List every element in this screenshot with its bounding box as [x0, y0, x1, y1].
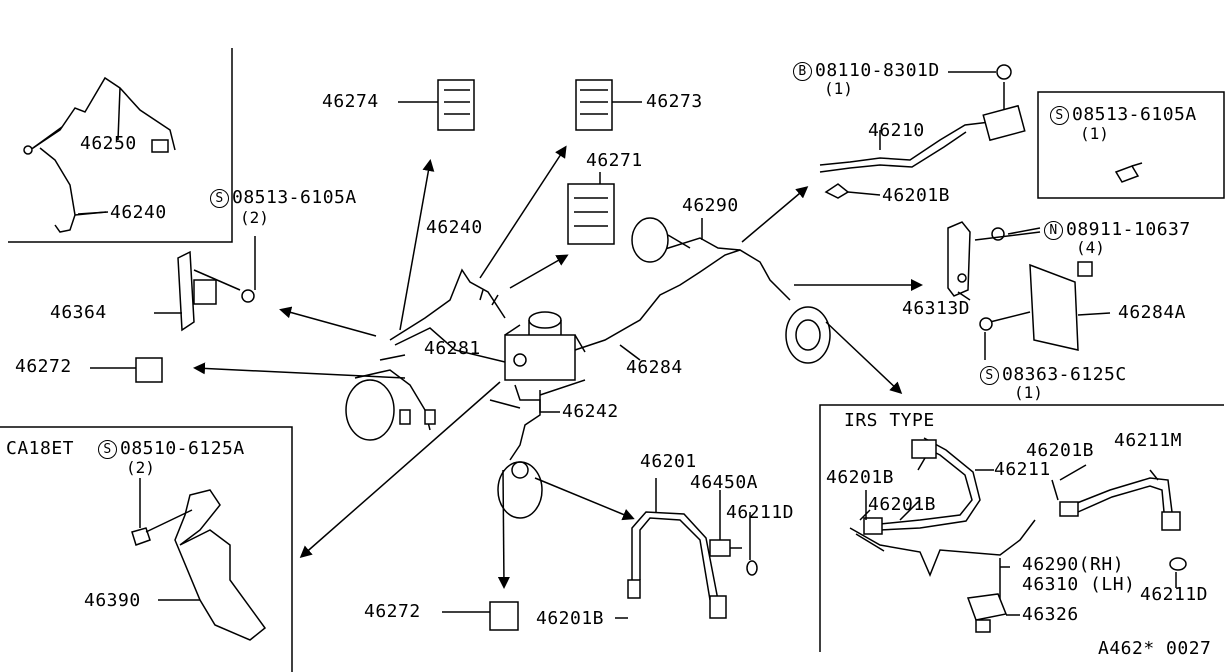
plate-46284A-drawing — [979, 261, 1111, 351]
inset-frame-top-right — [1037, 91, 1225, 199]
inset-frame-ca18et — [0, 426, 293, 672]
s-symbol-icon: S — [1050, 106, 1069, 125]
clip-46201B-top-drawing — [824, 183, 881, 199]
irs-clip-46326-drawing — [966, 593, 1008, 633]
label-46313D: 46313D — [902, 298, 971, 319]
bracket-46364-drawing — [177, 236, 256, 332]
ca18et-title: CA18ET — [6, 438, 75, 459]
label-46364: 46364 — [50, 302, 107, 323]
irs-clips-46201B-drawing — [859, 457, 1059, 521]
clip-46272-left-drawing — [90, 357, 163, 383]
label-46211D: 46211D — [726, 502, 795, 523]
clip-46273-drawing — [575, 79, 642, 131]
label-46272-bottom: 46272 — [364, 601, 421, 622]
irs-label-46201B-b: 46201B — [868, 494, 937, 515]
label-46201B-top: 46201B — [882, 185, 951, 206]
irs-label-46326: 46326 — [1022, 604, 1079, 625]
tube-46240-drawing — [39, 147, 107, 233]
irs-label-46201B-c: 46201B — [1026, 440, 1095, 461]
label-46240: 46240 — [426, 217, 483, 238]
diagram-code: A462* 0027 — [1098, 638, 1212, 659]
label-46274: 46274 — [322, 91, 379, 112]
hose-46210-drawing — [819, 64, 1026, 173]
s-symbol-icon: S — [98, 440, 117, 459]
irs-hose-46211-drawing — [863, 437, 981, 535]
bolt-46450A-drawing — [709, 490, 758, 576]
fastener-code: 08513-6105A — [232, 187, 357, 208]
label-46201: 46201 — [640, 451, 697, 472]
irs-tube-46290-drawing — [849, 519, 1036, 600]
n-symbol-icon: N — [1044, 221, 1063, 240]
fastener-qty: (4) — [1076, 238, 1105, 257]
heat-shield-46390-drawing — [131, 478, 267, 641]
label-46390: 46390 — [84, 590, 141, 611]
s-symbol-icon: S — [980, 366, 999, 385]
label-46281: 46281 — [424, 338, 481, 359]
fastener-qty: (2) — [240, 208, 269, 227]
fastener-code: 08363-6125C — [1002, 364, 1127, 385]
irs-label-46290-rh: 46290(RH) — [1022, 554, 1125, 575]
label-46284: 46284 — [626, 357, 683, 378]
inset-frame-irs — [819, 404, 1224, 652]
irs-hose-46211M-drawing — [1059, 477, 1187, 571]
fastener-code: 08513-6105A — [1072, 104, 1197, 125]
s-symbol-icon: S — [210, 189, 229, 208]
irs-label-46201B-a: 46201B — [826, 467, 895, 488]
label-46201B-bottom: 46201B — [536, 608, 605, 629]
label-46290: 46290 — [682, 195, 739, 216]
irs-title: IRS TYPE — [844, 410, 935, 431]
irs-label-46211: 46211 — [994, 459, 1051, 480]
front-brake-lower-drawing — [497, 461, 543, 519]
bracket-46313D-drawing — [947, 221, 1041, 297]
fastener-qty: (1) — [1014, 383, 1043, 402]
fastener-code: 08510-6125A — [120, 438, 245, 459]
label-46272-left: 46272 — [15, 356, 72, 377]
fastener-qty: (1) — [824, 79, 853, 98]
label-46240-inset: 46240 — [110, 202, 167, 223]
screw-top-right-drawing — [1114, 162, 1143, 183]
label-46242: 46242 — [562, 401, 619, 422]
fastener-code: 08911-10637 — [1066, 219, 1191, 240]
hose-46201-drawing — [627, 478, 727, 619]
irs-label-46211M: 46211M — [1114, 430, 1183, 451]
fastener-qty: (1) — [1080, 124, 1109, 143]
fastener-code: 08110-8301D — [815, 60, 940, 81]
direction-arrows — [193, 145, 923, 589]
inset-frame-top-left — [8, 48, 233, 243]
irs-label-46211D: 46211D — [1140, 584, 1209, 605]
rear-brake-right-drawing — [785, 306, 831, 364]
master-cylinder-drawing — [504, 311, 586, 381]
front-brake-disc-drawing — [631, 217, 691, 263]
label-46250: 46250 — [80, 133, 137, 154]
clip-46274-drawing — [398, 79, 475, 131]
brake-tube-network — [389, 237, 791, 461]
leader-lines — [77, 71, 1177, 619]
tube-46250-drawing — [23, 76, 176, 155]
label-46210: 46210 — [868, 120, 925, 141]
clip-46271-drawing — [567, 172, 615, 245]
irs-label-46310-lh: 46310 (LH) — [1022, 574, 1136, 595]
rear-brake-left-drawing — [345, 369, 436, 441]
label-46284A: 46284A — [1118, 302, 1187, 323]
label-46450A: 46450A — [690, 472, 759, 493]
b-symbol-icon: B — [793, 62, 812, 81]
clip-46272-bottom-drawing — [442, 601, 519, 631]
label-46273: 46273 — [646, 91, 703, 112]
label-46271: 46271 — [586, 150, 643, 171]
fastener-qty: (2) — [126, 458, 155, 477]
